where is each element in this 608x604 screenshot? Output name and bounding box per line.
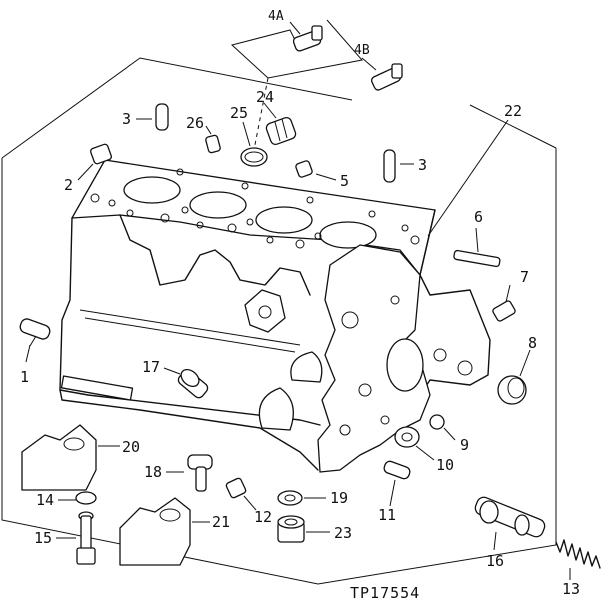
callout-13: 13 [562,580,580,598]
callout-9: 9 [460,436,469,454]
callout-5: 5 [340,172,349,190]
part-4a-fitting [289,21,323,52]
callout-4a: 4A [268,9,284,24]
part-18-fitting [166,454,213,492]
part-3-dowel-right [383,149,414,183]
callout-24: 24 [256,88,274,106]
callout-11: 11 [378,506,396,524]
part-23-cup [277,515,330,543]
part-6-stud [453,227,501,268]
callout-23: 23 [334,524,352,542]
part-21-bracket [119,497,210,566]
figure-id: TP17554 [350,584,420,602]
callout-labels: 1 2 3 3 4A 4B 5 6 7 8 9 10 11 12 13 14 1… [20,9,580,598]
callout-2: 2 [64,176,73,194]
callout-10: 10 [436,456,454,474]
part-16-valve [474,496,546,551]
callout-15: 15 [34,529,52,547]
callout-17: 17 [142,358,160,376]
part-26-plug [205,125,221,154]
callout-7: 7 [520,268,529,286]
part-11-dowel [383,460,411,507]
callout-16: 16 [486,552,504,570]
part-17-fitting [163,367,209,399]
part-25-oring [240,121,268,167]
part-3-dowel-top [136,103,169,131]
part-14-washer [58,491,97,505]
callout-3-top: 3 [122,110,131,128]
callout-26: 26 [186,114,204,132]
callout-12: 12 [254,508,272,526]
callout-22: 22 [504,102,522,120]
part-8-cup [497,349,531,405]
part-2-plug [77,143,112,181]
part-9-plug [429,414,456,441]
callout-19: 19 [330,489,348,507]
frame-outline [1,19,557,585]
callout-6: 6 [474,208,483,226]
callout-25: 25 [230,104,248,122]
callout-14: 14 [36,491,54,509]
cylinder-block [59,159,491,473]
callout-8: 8 [528,334,537,352]
callout-20: 20 [122,438,140,456]
callout-18: 18 [144,463,162,481]
part-22-leader [427,119,509,237]
part-10-bushing [394,426,435,461]
callout-1: 1 [20,368,29,386]
part-12-plug [225,477,257,511]
part-20-bracket [21,424,120,491]
part-4b-fitting [361,57,403,91]
part-1-dowel [19,318,51,363]
part-7-plug [492,284,516,322]
part-13-spring [555,539,601,580]
part-5-plug [295,160,337,181]
callout-21: 21 [212,513,230,531]
callout-3-right: 3 [418,156,427,174]
part-19-washer [277,490,326,506]
part-24-plug [263,102,297,146]
part-15-bolt [56,511,96,565]
callout-4b: 4B [354,43,370,58]
